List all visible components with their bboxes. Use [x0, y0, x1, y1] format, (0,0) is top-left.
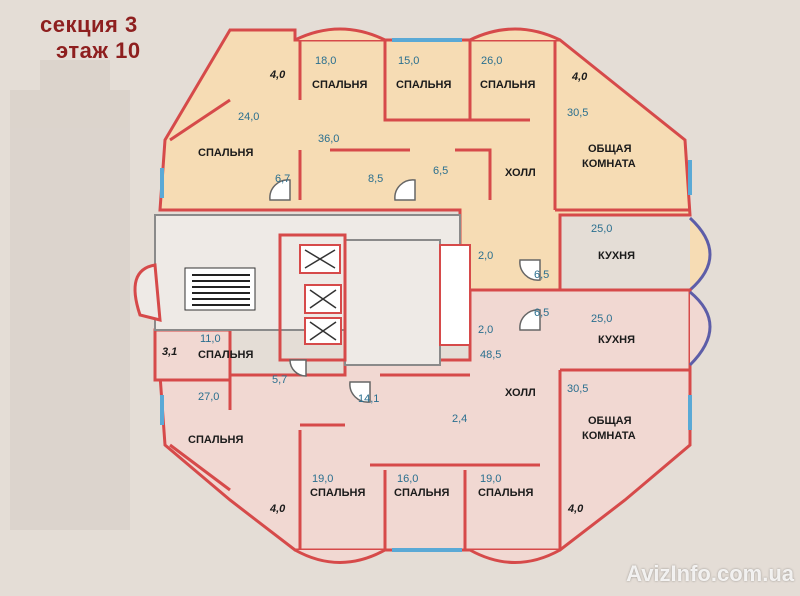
upper-apartment: [158, 27, 712, 292]
central-core: [133, 214, 471, 366]
area-6-5-bottom: 6,5: [534, 307, 549, 319]
elevator-shafts: [299, 244, 342, 345]
area-27: 27,0: [198, 391, 219, 403]
room-living-bottom-line1: ОБЩАЯ: [588, 415, 632, 427]
balcony-mid-left: 3,1: [162, 346, 177, 358]
room-kitchen-bottom: КУХНЯ: [598, 334, 635, 346]
room-living-top-line2: КОМНАТА: [582, 158, 636, 170]
room-bedroom-top-left: СПАЛЬНЯ: [198, 147, 253, 159]
area-30-5-bottom: 30,5: [567, 383, 588, 395]
area-2-4: 2,4: [452, 413, 467, 425]
area-11: 11,0: [200, 333, 221, 345]
stairwell: [184, 267, 256, 311]
room-bedroom-bottom-left: СПАЛЬНЯ: [188, 434, 243, 446]
room-living-top-line1: ОБЩАЯ: [588, 143, 632, 155]
area-14-1: 14,1: [358, 393, 379, 405]
room-bedroom-bottom-left-small: СПАЛЬНЯ: [198, 349, 253, 361]
windows: [160, 38, 692, 552]
area-6-5-mid: 6,5: [534, 269, 549, 281]
background-building: [10, 60, 130, 530]
area-2-0-top: 2,0: [478, 250, 493, 262]
area-19-left: 19,0: [312, 473, 333, 485]
area-16: 16,0: [397, 473, 418, 485]
room-hall-bottom: ХОЛЛ: [505, 387, 536, 399]
bathroom-fixtures: [269, 179, 541, 403]
area-18: 18,0: [315, 55, 336, 67]
area-36: 36,0: [318, 133, 339, 145]
room-bedroom-bottom-2: СПАЛЬНЯ: [394, 487, 449, 499]
section-title: секция 3: [40, 12, 138, 37]
lower-apartment: [153, 288, 712, 564]
room-bedroom-top-1: СПАЛЬНЯ: [312, 79, 367, 91]
area-5-7: 5,7: [272, 374, 287, 386]
area-26: 26,0: [481, 55, 502, 67]
area-2-0-bottom: 2,0: [478, 324, 493, 336]
area-25-bottom: 25,0: [591, 313, 612, 325]
room-hall-top: ХОЛЛ: [505, 167, 536, 179]
balcony-bottom-right: 4,0: [567, 503, 584, 515]
area-8-5: 8,5: [368, 173, 383, 185]
area-15: 15,0: [398, 55, 419, 67]
room-kitchen-top: КУХНЯ: [598, 250, 635, 262]
room-bedroom-bottom-3: СПАЛЬНЯ: [478, 487, 533, 499]
balcony-top-left: 4,0: [269, 69, 286, 81]
area-6-7: 6,7: [275, 173, 290, 185]
room-living-bottom-line2: КОМНАТА: [582, 430, 636, 442]
area-24: 24,0: [238, 111, 259, 123]
area-19-right: 19,0: [480, 473, 501, 485]
lower-interior-walls: [169, 368, 690, 550]
upper-interior-walls: [169, 40, 690, 212]
room-bedroom-bottom-1: СПАЛЬНЯ: [310, 487, 365, 499]
room-bedroom-top-2: СПАЛЬНЯ: [396, 79, 451, 91]
balcony-top-right: 4,0: [571, 71, 588, 83]
area-30-5-top: 30,5: [567, 107, 588, 119]
area-48-5: 48,5: [480, 349, 501, 361]
watermark-logo: AvizInfo.com.ua: [626, 561, 794, 586]
balcony-bottom-left: 4,0: [269, 503, 286, 515]
area-6-5-top: 6,5: [433, 165, 448, 177]
room-bedroom-top-3: СПАЛЬНЯ: [480, 79, 535, 91]
floor-title: этаж 10: [56, 38, 141, 63]
area-25-top: 25,0: [591, 223, 612, 235]
